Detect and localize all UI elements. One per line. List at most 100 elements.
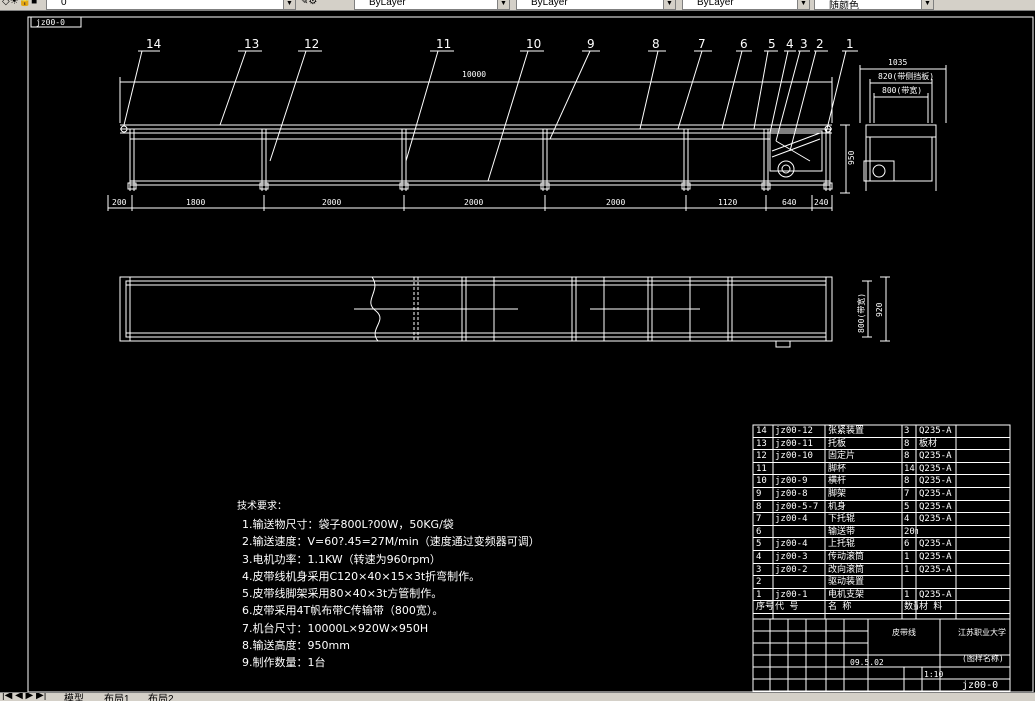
balloon-4: 4	[786, 37, 794, 51]
balloon-13: 13	[244, 37, 259, 51]
bom-cell-no: 4	[756, 551, 762, 562]
top-dim-belt: 800(带宽)	[856, 293, 866, 333]
bom-cell-mat: 板材	[919, 438, 938, 449]
balloon-11: 11	[436, 37, 451, 51]
bom-cell-name: 电机支架	[828, 589, 865, 600]
note-line: 4.皮带线机身采用C120×40×15×3t折弯制作。	[242, 569, 481, 583]
bom-cell-name: 托板	[828, 438, 847, 449]
dim-bottom-3: 2000	[464, 198, 483, 207]
bom-cell-code: jz00-9	[775, 476, 808, 487]
bom-cell-no: 7	[756, 514, 762, 525]
balloon-7: 7	[698, 37, 706, 51]
bom-cell-no: 8	[756, 501, 762, 512]
drawing-frame	[27, 16, 1034, 692]
bom-cell-qty: 1	[904, 564, 910, 575]
color-combo[interactable]: ByLayer ▼	[354, 0, 510, 10]
bom-cell-mat: Q235-A	[919, 564, 952, 575]
properties-toolbar: ◇☀🔒■ 0 ▼ ✎⚙ ByLayer ▼ ByLayer ▼ ByLayer …	[0, 0, 1035, 11]
bom-cell-qty: 数量	[904, 602, 918, 613]
bom-cell-qty: 3	[904, 426, 910, 436]
bom-cell-no: 12	[756, 451, 767, 462]
bom-cell-no: 序号	[756, 602, 773, 613]
bom-cell-qty: 4	[904, 514, 910, 525]
bom-cell-name: 横杆	[828, 476, 847, 487]
bom-cell-code: jz00-4	[775, 514, 808, 525]
dim-overall-length: 10000	[462, 70, 486, 79]
color-combo-value: ByLayer	[369, 0, 406, 8]
balloon-12: 12	[304, 37, 319, 51]
title-part-name: 皮带线	[892, 627, 916, 637]
bom-cell-no: 5	[756, 539, 762, 550]
layer-combo[interactable]: 0 ▼	[46, 0, 296, 10]
chevron-down-icon[interactable]: ▼	[283, 0, 295, 9]
title-sub: (图样名称)	[962, 653, 1004, 663]
dim-bottom-4: 2000	[606, 198, 625, 207]
bom-cell-mat: Q235-A	[919, 514, 952, 525]
bom-cell-name: 名 称	[828, 602, 852, 613]
note-line: 8.输送高度：950mm	[242, 639, 350, 653]
title-date: 09.5.02	[850, 658, 884, 667]
corner-label-box	[30, 16, 82, 28]
lineweight-combo[interactable]: ByLayer ▼	[682, 0, 810, 10]
cad-drawing: jz00-0 14 13 12 11 10 9 8 7 6 5 4 3 2 1 …	[27, 16, 1034, 692]
balloon-1: 1	[846, 37, 854, 51]
bom-cell-mat: Q235-A	[919, 539, 952, 550]
tab-layout1[interactable]: 布局1	[104, 694, 130, 701]
bom-cell-qty: 20m	[904, 526, 918, 537]
tab-nav-arrows[interactable]: |◀ ◀ ▶ ▶|	[2, 692, 47, 701]
layer-icons[interactable]: ◇☀🔒■	[2, 0, 38, 7]
chevron-down-icon[interactable]: ▼	[921, 0, 933, 9]
chevron-down-icon[interactable]: ▼	[663, 0, 675, 9]
bom-cell-code: jz00-10	[775, 451, 813, 462]
bom-cell-mat: Q235-A	[919, 589, 952, 600]
bom-cell-code: jz00-2	[775, 564, 808, 575]
dim-height: 950	[847, 150, 856, 165]
dim-bottom-7: 240	[814, 198, 829, 207]
bom-cell-qty: 14	[904, 463, 915, 474]
bom-cell-name: 传动滚筒	[828, 551, 865, 562]
note-line: 1.输送物尺寸：袋子800L?00W，50KG/袋	[242, 518, 454, 531]
note-line: 3.电机功率：1.1KW（转速为960rpm）	[242, 552, 441, 566]
bom-cell-no: 9	[756, 488, 762, 499]
bom-cell-no: 1	[756, 589, 762, 600]
bom-cell-mat: Q235-A	[919, 488, 952, 499]
plotstyle-combo[interactable]: 随颜色 ▼	[814, 0, 934, 10]
tab-layout2[interactable]: 布局2	[148, 694, 174, 701]
dim-bottom-0: 200	[112, 198, 127, 207]
bom-cell-code: jz00-12	[775, 426, 813, 436]
chevron-down-icon[interactable]: ▼	[797, 0, 809, 9]
note-line: 5.皮带线脚架采用80×40×3t方管制作。	[242, 587, 443, 601]
balloon-6: 6	[740, 37, 748, 51]
bom-cell-name: 驱动装置	[828, 577, 865, 588]
bom-cell-mat: Q235-A	[919, 426, 952, 436]
bom-cell-qty: 7	[904, 488, 910, 499]
bom-cell-code: jz00-3	[775, 551, 808, 562]
dim-bottom-2: 2000	[322, 198, 341, 207]
bom-cell-qty: 6	[904, 539, 910, 550]
linetype-combo[interactable]: ByLayer ▼	[516, 0, 676, 10]
model-space-canvas[interactable]: jz00-0 14 13 12 11 10 9 8 7 6 5 4 3 2 1 …	[0, 11, 1035, 692]
layer-tools-icons[interactable]: ✎⚙	[300, 0, 318, 7]
bom-cell-qty: 8	[904, 438, 910, 449]
top-view	[119, 276, 890, 348]
front-view	[107, 50, 858, 211]
bom-frame	[752, 424, 1011, 692]
side-view	[859, 65, 947, 191]
title-company: 江苏职业大学	[958, 627, 1006, 637]
tab-model[interactable]: 模型	[64, 694, 84, 701]
balloon-2: 2	[816, 37, 824, 51]
bom-cell-name: 固定片	[828, 451, 856, 462]
bom-cell-name: 脚架	[828, 488, 847, 499]
bom-cell-mat: 材 料	[919, 602, 943, 613]
bom-cell-no: 10	[756, 476, 767, 487]
bom-cell-mat: Q235-A	[919, 463, 952, 474]
bom-cell-code: jz00-4	[775, 539, 808, 550]
balloon-8: 8	[652, 37, 660, 51]
chevron-down-icon[interactable]: ▼	[497, 0, 509, 9]
